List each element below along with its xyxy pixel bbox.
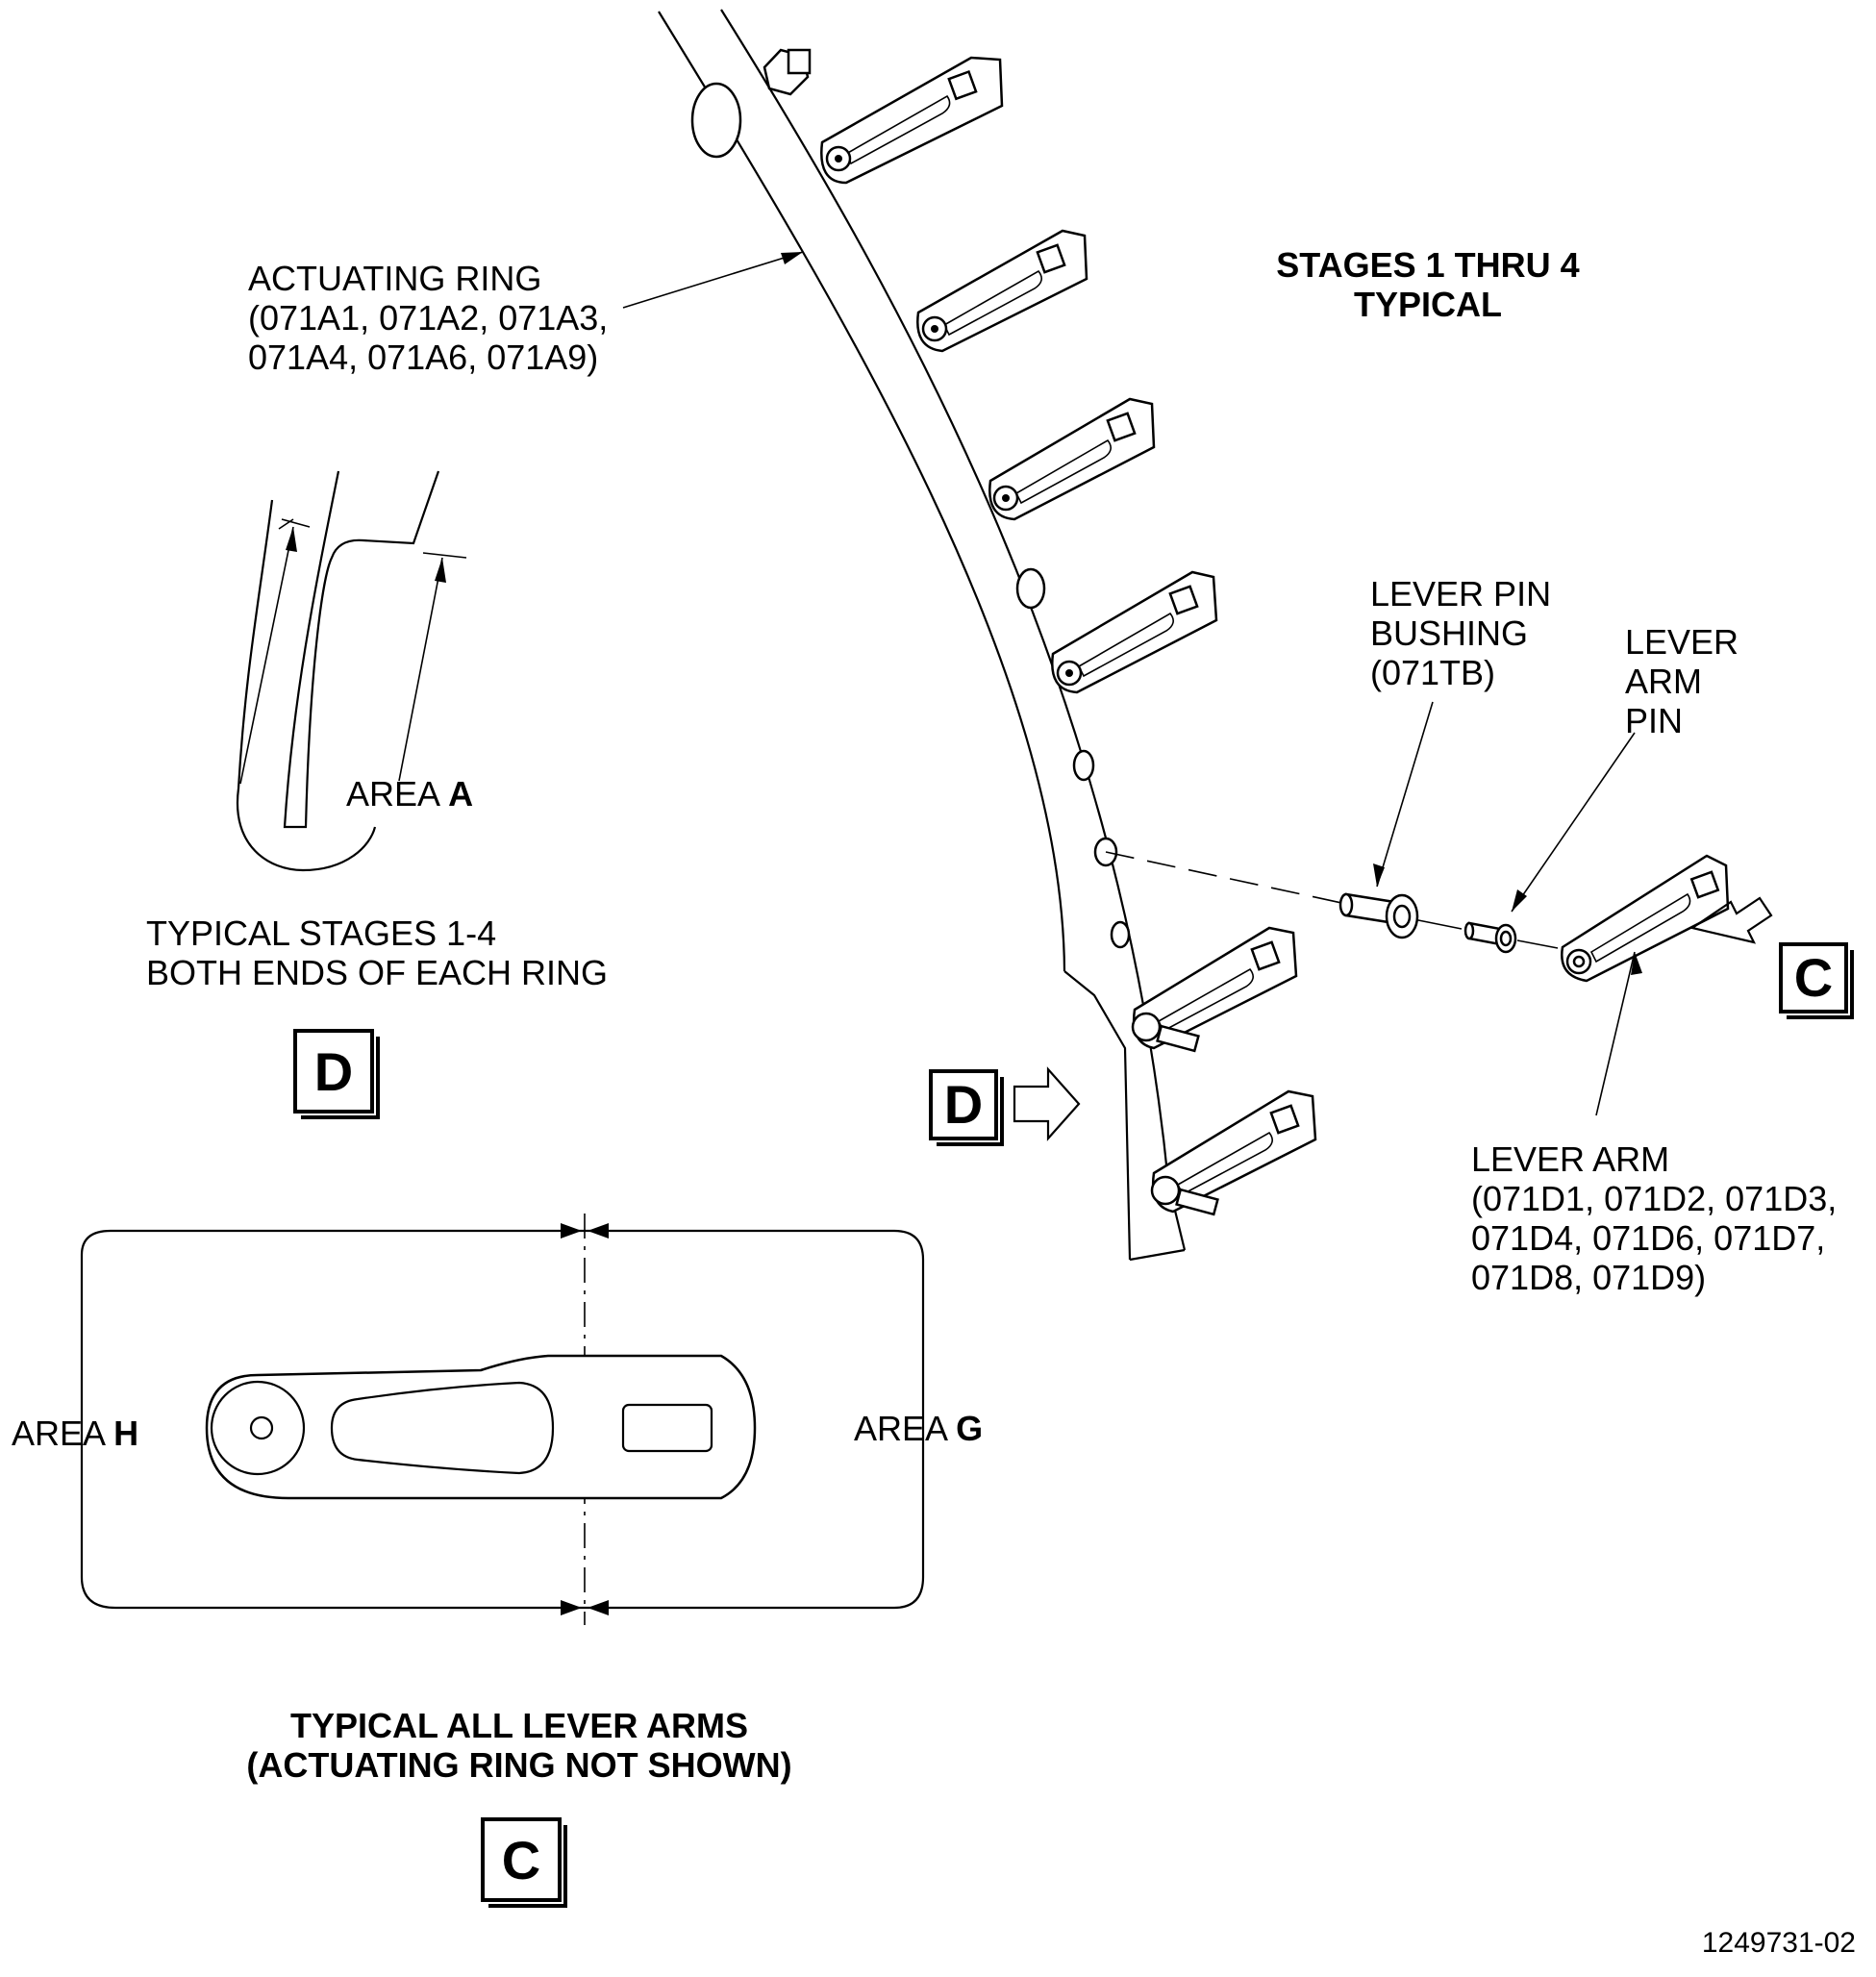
d-view-marker-box: D: [293, 1029, 380, 1119]
view-d-caption-line-1: TYPICAL STAGES 1-4: [146, 913, 496, 953]
view-arrow-c: [1689, 896, 1773, 944]
stages-label-line-1: STAGES 1 THRU 4: [1276, 245, 1579, 285]
lever-arm-label-line-3: 071D4, 071D6, 071D7,: [1471, 1218, 1825, 1258]
lever-arm-label-line-4: 071D8, 071D9): [1471, 1258, 1706, 1297]
lever-pin-bushing-label-line-1: LEVER PIN: [1370, 574, 1551, 613]
lever-arm-pin-label-line-1: LEVER: [1625, 622, 1738, 662]
ring-lever-arm: [1051, 570, 1218, 694]
stages-label-line-2: TYPICAL: [1354, 285, 1502, 324]
area-g-label: AREA G: [854, 1409, 983, 1448]
area-a-label: AREA A: [346, 774, 473, 813]
c-view-pointer-box: C: [1779, 942, 1854, 1019]
ring-lever-arm: [1131, 926, 1298, 1053]
d-view-pointer-box: D: [929, 1069, 1004, 1146]
ring-lever-arm: [820, 56, 1004, 185]
ring-lever-arm: [916, 229, 1088, 353]
lever-arm-pin-label-line-3: PIN: [1625, 701, 1683, 740]
actuating-ring-label-line-1: ACTUATING RING: [248, 259, 541, 298]
area-h-label: AREA H: [12, 1414, 138, 1453]
view-c-caption-line-1: TYPICAL ALL LEVER ARMS: [290, 1706, 748, 1745]
lever-pin-bushing-label-line-2: BUSHING: [1370, 613, 1528, 653]
exploded-assembly: [1105, 851, 1730, 983]
lever-arm-plan-view: [205, 1354, 757, 1500]
c-pointer-letter: C: [1794, 947, 1833, 1008]
ring-lever-arm: [988, 397, 1156, 521]
view-arrow-d: [1013, 1066, 1081, 1141]
actuating-ring-label-line-2: (071A1, 071A2, 071A3,: [248, 298, 608, 338]
ring-lever-arms: [820, 56, 1317, 1216]
d-view-letter: D: [314, 1041, 353, 1102]
view-d-caption-line-2: BOTH ENDS OF EACH RING: [146, 953, 608, 992]
d-pointer-letter: D: [944, 1074, 983, 1135]
view-d-detail: [236, 470, 467, 872]
view-c-detail: [80, 1214, 925, 1625]
leader-lines: [622, 251, 1642, 1116]
drawing-number: 1249731-02: [1702, 1927, 1856, 1959]
lever-pin-bushing-label-line-3: (071TB): [1370, 653, 1495, 692]
lever-arm-pin-label-line-2: ARM: [1625, 662, 1702, 701]
view-c-caption-line-2: (ACTUATING RING NOT SHOWN): [246, 1745, 791, 1785]
actuating-ring-label-line-3: 071A4, 071A6, 071A9): [248, 338, 598, 377]
lever-arm-label-line-1: LEVER ARM: [1471, 1139, 1669, 1179]
lever-pin-bushing: [1338, 892, 1419, 939]
lever-arm-label-line-2: (071D1, 071D2, 071D3,: [1471, 1179, 1837, 1218]
lever-arm-exploded: [1561, 854, 1730, 983]
c-view-letter: C: [502, 1830, 540, 1890]
ring-lever-arm: [1150, 1089, 1317, 1216]
c-view-marker-box: C: [481, 1817, 567, 1908]
lever-arm-pin: [1463, 921, 1517, 954]
